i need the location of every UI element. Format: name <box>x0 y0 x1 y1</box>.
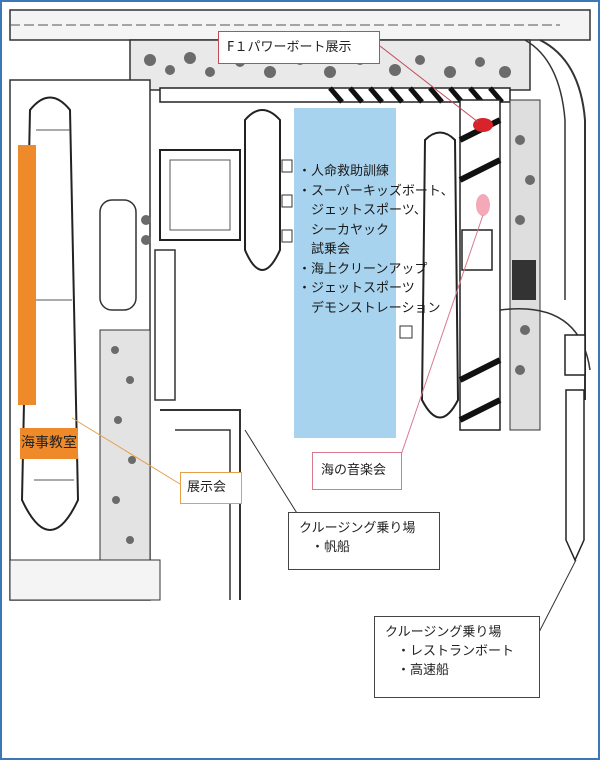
cruise-pier-1-label: クルージング乗り場 ・帆船 <box>288 512 440 570</box>
f1-leader-line <box>379 45 479 123</box>
pier-top <box>159 86 511 104</box>
cruise-pier-1-title: クルージング乗り場 <box>299 521 416 536</box>
cruise-pier-2-title: クルージング乗り場 <box>385 625 502 640</box>
music-leader-line <box>399 214 484 459</box>
cruise-pier-2-item: ・高速船 <box>397 663 450 678</box>
event-item: シーカヤック <box>298 222 390 238</box>
cruise1-leader-line <box>244 429 301 519</box>
cruise-pier-2-label: クルージング乗り場 ・レストランボート ・高速船 <box>374 616 540 698</box>
right-dock <box>499 308 591 562</box>
central-buildings <box>154 149 241 600</box>
cruise-pier-2-item: ・レストランボート <box>397 644 515 659</box>
event-item: ・スーパーキッズボート、 <box>298 183 454 199</box>
event-item: 試乗会 <box>298 242 351 257</box>
event-item: ・海上クリーンアップ <box>298 261 428 277</box>
event-item: ジェットスポーツ、 <box>298 203 427 218</box>
event-item: ・ジェットスポーツ <box>298 281 415 296</box>
sea-events-list: ・人命救助訓練 ・スーパーキッズボート、 ジェットスポーツ、 シーカヤック 試乗… <box>298 162 458 318</box>
event-item: デモンストレーション <box>298 300 441 316</box>
middle-ship <box>244 109 293 271</box>
cruise2-leader-line <box>534 559 577 641</box>
event-item: ・人命救助訓練 <box>298 164 390 179</box>
pier-right <box>458 99 541 431</box>
cruise-pier-1-item: ・帆船 <box>311 540 351 555</box>
exhibition-label: 展示会 <box>180 472 242 504</box>
f1-powerboat-label: F１パワーボート展示 <box>218 31 380 64</box>
music-marker <box>476 194 490 216</box>
f1-powerboat-text: F１パワーボート展示 <box>227 40 352 55</box>
music-concert-text: 海の音楽会 <box>321 463 387 478</box>
top-land-area <box>9 9 591 400</box>
maritime-class-highlight <box>18 145 36 405</box>
right-ship <box>399 131 493 419</box>
music-concert-label: 海の音楽会 <box>312 452 402 490</box>
exhibit-leader-line <box>71 417 181 485</box>
maritime-class-label: 海事教室 <box>20 428 78 459</box>
exhibition-text: 展示会 <box>187 480 227 495</box>
sea-event-area <box>294 108 396 438</box>
